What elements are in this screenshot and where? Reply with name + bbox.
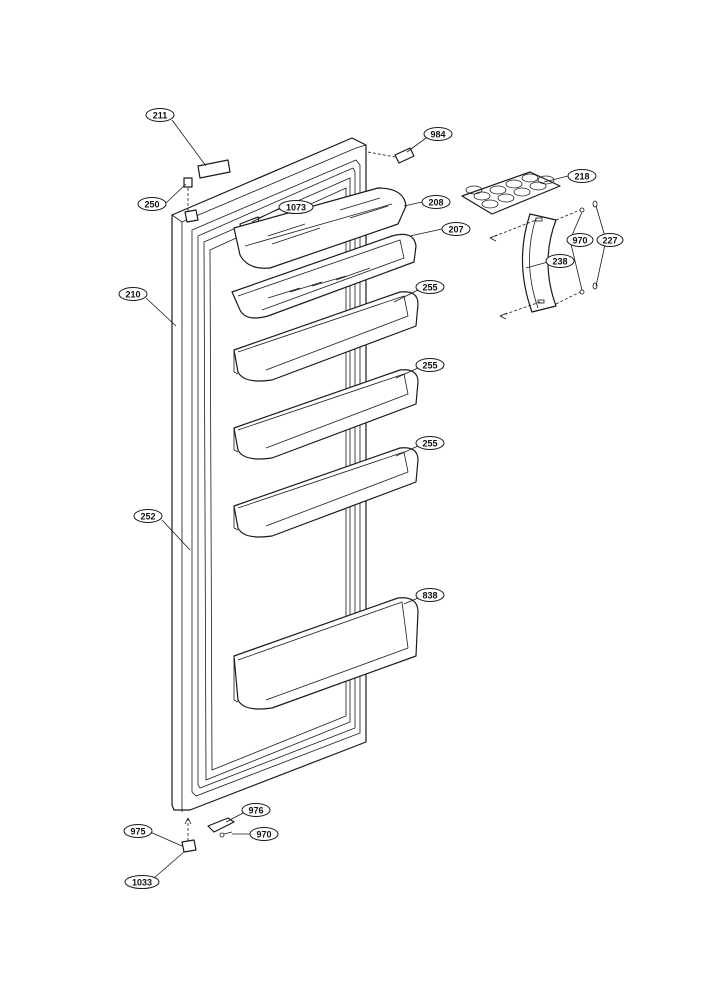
top-hinge-parts: [183, 147, 415, 235]
callout-label: 255: [422, 439, 437, 449]
callout-218: 218: [567, 169, 597, 183]
callout-1073: 1073: [278, 200, 314, 214]
callout-label: 227: [602, 236, 617, 246]
callout-label: 970: [256, 830, 271, 840]
callout-252: 252: [133, 509, 163, 523]
callout-984: 984: [423, 127, 453, 141]
callout-label: 255: [422, 283, 437, 293]
callout-210: 210: [118, 287, 148, 301]
bottle-shelf: [233, 597, 419, 710]
bottom-hinge-parts: [181, 817, 235, 853]
callout-label: 211: [153, 111, 168, 121]
callout-970-bottom: 970: [249, 827, 279, 841]
callout-label: 208: [428, 198, 443, 208]
leader-lines: [145, 119, 607, 879]
callout-label: 218: [574, 172, 589, 182]
callout-label: 207: [448, 225, 463, 235]
callout-255-lower: 255: [415, 436, 445, 450]
callout-838: 838: [415, 588, 445, 602]
callout-label: 238: [552, 257, 567, 267]
door-shelf-3: [233, 447, 419, 538]
callout-label: 984: [430, 130, 445, 140]
callout-label: 838: [422, 591, 437, 601]
callout-label: 252: [140, 512, 155, 522]
callout-label: 1073: [286, 203, 306, 213]
callout-1033: 1033: [124, 875, 160, 889]
door-handle: [489, 200, 598, 320]
callout-label: 1033: [132, 878, 152, 888]
callout-label: 250: [144, 200, 159, 210]
callout-label: 210: [125, 290, 140, 300]
callout-211: 211: [145, 108, 175, 122]
egg-tray: [461, 171, 561, 215]
callout-label: 975: [130, 827, 145, 837]
callout-250: 250: [137, 197, 167, 211]
callout-207: 207: [441, 222, 471, 236]
callout-976: 976: [241, 803, 271, 817]
door-shelf-2: [233, 369, 419, 460]
callout-label: 976: [248, 806, 263, 816]
callout-255-middle: 255: [415, 358, 445, 372]
callout-238: 238: [545, 254, 575, 268]
callout-970-handle: 970: [566, 233, 594, 247]
callout-label: 970: [572, 236, 587, 246]
callout-975: 975: [123, 824, 153, 838]
callout-255-upper: 255: [415, 280, 445, 294]
door-shelf-1: [233, 291, 419, 382]
callout-label: 255: [422, 361, 437, 371]
callout-208: 208: [421, 195, 451, 209]
dairy-compartment: [231, 187, 417, 319]
callout-227: 227: [596, 233, 624, 247]
